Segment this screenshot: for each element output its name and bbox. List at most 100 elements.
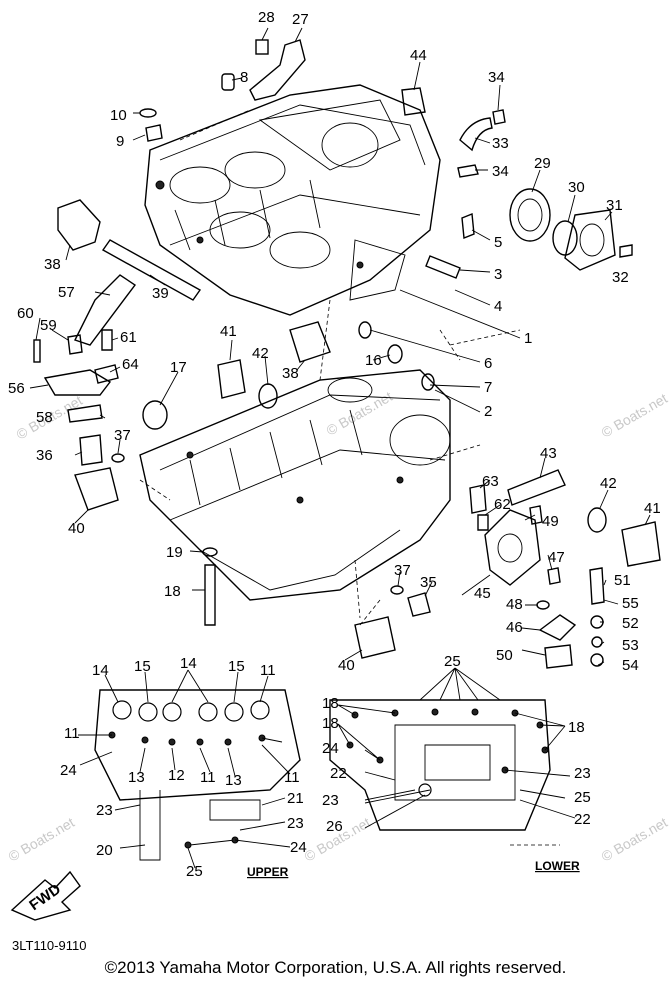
callout-lower-22a: 22 bbox=[330, 765, 347, 782]
callout-60: 60 bbox=[17, 305, 34, 322]
callout-lower-25a: 25 bbox=[444, 653, 461, 670]
callout-48: 48 bbox=[506, 596, 523, 613]
callout-49: 49 bbox=[542, 513, 559, 530]
fwd-label: FWD bbox=[26, 881, 64, 915]
callout-29: 29 bbox=[534, 155, 551, 172]
callout-42a: 42 bbox=[252, 345, 269, 362]
callout-51: 51 bbox=[614, 572, 631, 589]
callout-8: 8 bbox=[240, 69, 248, 86]
callout-58: 58 bbox=[36, 409, 53, 426]
callout-30: 30 bbox=[568, 179, 585, 196]
callout-50: 50 bbox=[496, 647, 513, 664]
callout-43: 43 bbox=[540, 445, 557, 462]
lower-bolt-pattern-drawing bbox=[329, 699, 560, 846]
callout-upper-13b: 13 bbox=[225, 772, 242, 789]
watermark-bottom-right: © Boats.net bbox=[599, 814, 671, 865]
callout-10: 10 bbox=[110, 107, 127, 124]
callout-upper-11c: 11 bbox=[200, 769, 216, 786]
callout-59: 59 bbox=[40, 317, 57, 334]
callout-64: 64 bbox=[122, 356, 139, 373]
small-parts-drawing bbox=[33, 39, 661, 669]
callout-2: 2 bbox=[484, 403, 492, 420]
callout-53: 53 bbox=[622, 637, 639, 654]
callout-32: 32 bbox=[612, 269, 629, 286]
callout-46: 46 bbox=[506, 619, 523, 636]
callout-lower-23a: 23 bbox=[574, 765, 591, 782]
callout-36: 36 bbox=[36, 447, 53, 464]
figure-code: 3LT110-9110 bbox=[12, 938, 86, 953]
callout-upper-24b: 24 bbox=[290, 839, 307, 856]
callout-lower-18c: 18 bbox=[568, 719, 585, 736]
callout-upper-23b: 23 bbox=[287, 815, 304, 832]
front-direction-arrow: FWD bbox=[10, 870, 81, 921]
callout-42b: 42 bbox=[600, 475, 617, 492]
callout-17: 17 bbox=[170, 359, 187, 376]
callout-34b: 34 bbox=[492, 163, 509, 180]
upper-bolt-pattern-drawing bbox=[94, 689, 301, 861]
callout-33: 33 bbox=[492, 135, 509, 152]
callout-upper-15b: 15 bbox=[228, 658, 245, 675]
callout-19: 19 bbox=[166, 544, 183, 561]
callout-upper-23a: 23 bbox=[96, 802, 113, 819]
callout-52: 52 bbox=[622, 615, 639, 632]
callout-9: 9 bbox=[116, 133, 124, 150]
callout-upper-14a: 14 bbox=[92, 662, 109, 679]
callout-47: 47 bbox=[548, 549, 565, 566]
callout-7: 7 bbox=[484, 379, 492, 396]
callout-lower-22b: 22 bbox=[574, 811, 591, 828]
callout-57: 57 bbox=[58, 284, 75, 301]
callout-lower-26: 26 bbox=[326, 818, 343, 835]
callout-upper-11a: 11 bbox=[260, 662, 276, 679]
callout-41a: 41 bbox=[220, 323, 237, 340]
callout-37b: 37 bbox=[394, 562, 411, 579]
watermark-right: © Boats.net bbox=[599, 390, 671, 441]
watermark-bottom-left: © Boats.net bbox=[6, 814, 78, 865]
callout-upper-24a: 24 bbox=[60, 762, 77, 779]
callout-39: 39 bbox=[152, 285, 169, 302]
callout-6: 6 bbox=[484, 355, 492, 372]
callout-upper-11d: 11 bbox=[284, 769, 300, 786]
callout-5: 5 bbox=[494, 234, 502, 251]
callout-31: 31 bbox=[606, 197, 623, 214]
callout-3: 3 bbox=[494, 266, 502, 283]
upper-section-label: UPPER bbox=[247, 865, 289, 879]
callout-34a: 34 bbox=[488, 69, 505, 86]
leader-lines bbox=[29, 27, 651, 869]
callout-45: 45 bbox=[474, 585, 491, 602]
lower-section-label: LOWER bbox=[535, 859, 580, 873]
callout-62: 62 bbox=[494, 496, 511, 513]
callout-18: 18 bbox=[164, 583, 181, 600]
callout-lower-23b: 23 bbox=[322, 792, 339, 809]
callout-38b: 38 bbox=[282, 365, 299, 382]
callout-upper-13a: 13 bbox=[128, 769, 145, 786]
callout-upper-15a: 15 bbox=[134, 658, 151, 675]
callout-upper-11b: 11 bbox=[64, 725, 80, 742]
callout-4: 4 bbox=[494, 298, 502, 315]
callout-28: 28 bbox=[258, 9, 275, 26]
callout-38a: 38 bbox=[44, 256, 61, 273]
callout-upper-25: 25 bbox=[186, 863, 203, 880]
callout-44: 44 bbox=[410, 47, 427, 64]
callout-63: 63 bbox=[482, 473, 499, 490]
callout-lower-18b: 18 bbox=[322, 715, 339, 732]
callout-55: 55 bbox=[622, 595, 639, 612]
callout-upper-12: 12 bbox=[168, 767, 185, 784]
callout-lower-25b: 25 bbox=[574, 789, 591, 806]
callout-labels: 28 27 8 44 34 33 34 29 30 31 10 9 38 39 … bbox=[8, 9, 661, 880]
callout-upper-20: 20 bbox=[96, 842, 113, 859]
callout-upper-21: 21 bbox=[287, 790, 304, 807]
callout-37a: 37 bbox=[114, 427, 131, 444]
callout-35: 35 bbox=[420, 574, 437, 591]
callout-lower-24: 24 bbox=[322, 740, 339, 757]
callout-lower-18a: 18 bbox=[322, 695, 339, 712]
callout-1: 1 bbox=[524, 330, 532, 347]
lower-crankcase-drawing bbox=[139, 369, 451, 601]
callout-40b: 40 bbox=[338, 657, 355, 674]
upper-crankcase-drawing bbox=[144, 84, 441, 316]
callout-41b: 41 bbox=[644, 500, 661, 517]
callout-61: 61 bbox=[120, 329, 137, 346]
callout-56: 56 bbox=[8, 380, 25, 397]
callout-16: 16 bbox=[365, 352, 382, 369]
copyright-notice: ©2013 Yamaha Motor Corporation, U.S.A. A… bbox=[104, 958, 567, 977]
